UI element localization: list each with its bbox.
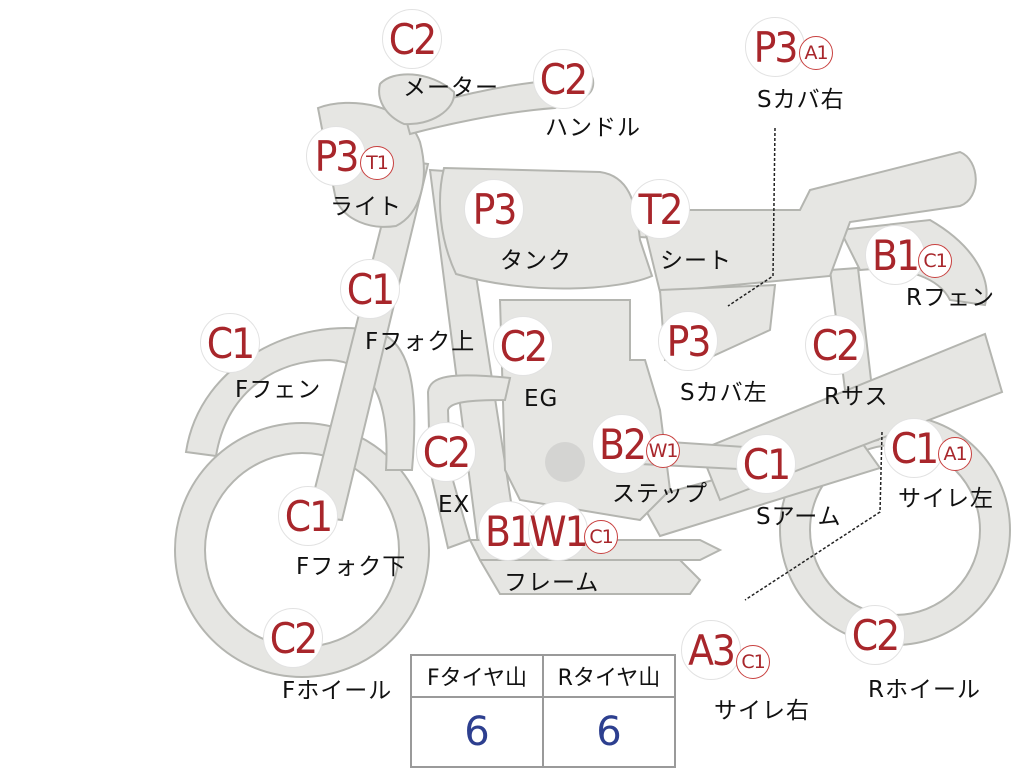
table-row: 6 6 — [410, 696, 676, 768]
part-label: Fフォク上 — [365, 329, 476, 355]
grade-badge: C2 — [416, 422, 476, 482]
grade-badge: T2 — [630, 179, 690, 239]
part-label: Rフェン — [906, 285, 995, 311]
part-label: Fホイール — [282, 678, 393, 704]
rear-tire-value: 6 — [542, 696, 676, 768]
grade-badge: P3 — [658, 311, 718, 371]
grade-badge: P3 — [745, 17, 805, 77]
part-label: サイレ右 — [714, 698, 810, 724]
part-label: シート — [660, 248, 732, 274]
part-label: メーター — [403, 75, 499, 101]
part-label: サイレ左 — [898, 486, 994, 512]
grade-badge: C2 — [805, 315, 865, 375]
grade-badge: C1 — [278, 486, 338, 546]
grade-badge-small: C1 — [584, 520, 618, 554]
part-label: ハンドル — [545, 115, 641, 141]
grade-badge: C1 — [884, 418, 944, 478]
table-header-front: Fタイヤ山 — [410, 654, 544, 698]
grade-badge: C2 — [382, 9, 442, 69]
grade-badge-small: C1 — [736, 645, 770, 679]
grade-badge: C2 — [533, 49, 593, 109]
table-header-rear: Rタイヤ山 — [542, 654, 676, 698]
part-label: Sカバ右 — [757, 87, 845, 113]
part-label: Rサス — [824, 384, 889, 410]
grade-badge: B1 — [865, 225, 925, 285]
grade-badge: C2 — [493, 316, 553, 376]
table-header-row: Fタイヤ山 Rタイヤ山 — [410, 654, 676, 698]
grade-badge-small: C1 — [918, 244, 952, 278]
part-label: EX — [438, 492, 471, 518]
part-label: ライト — [330, 194, 402, 220]
part-label: Sアーム — [756, 504, 842, 530]
part-label: EG — [524, 386, 559, 412]
grade-badge: P3 — [306, 126, 366, 186]
meter-shape — [378, 73, 456, 126]
part-label: Fフォク下 — [296, 554, 407, 580]
grade-badge: C2 — [263, 608, 323, 668]
part-label: フレーム — [504, 570, 600, 596]
grade-badge: C1 — [736, 434, 796, 494]
grade-badge-small: A1 — [799, 36, 833, 70]
grade-badge: C1 — [340, 259, 400, 319]
grade-badge: W1 — [528, 501, 589, 561]
frame-shape — [428, 168, 702, 595]
grade-badge: B2 — [592, 414, 652, 474]
part-label: Rホイール — [868, 677, 981, 703]
tire-tread-table: Fタイヤ山 Rタイヤ山 6 6 — [410, 654, 676, 768]
grade-badge: C1 — [200, 313, 260, 373]
seat-shape — [638, 150, 977, 294]
part-label: Fフェン — [235, 377, 322, 403]
part-label: タンク — [500, 248, 572, 274]
grade-badge: P3 — [464, 179, 524, 239]
front-tire-value: 6 — [410, 696, 544, 768]
grade-badge-small: T1 — [360, 146, 394, 180]
grade-badge: A3 — [681, 620, 741, 680]
grade-badge-small: W1 — [646, 434, 680, 468]
part-label: Sカバ左 — [680, 380, 768, 406]
grade-badge: C2 — [845, 605, 905, 665]
part-label: ステップ — [612, 481, 708, 507]
grade-badge-small: A1 — [938, 437, 972, 471]
